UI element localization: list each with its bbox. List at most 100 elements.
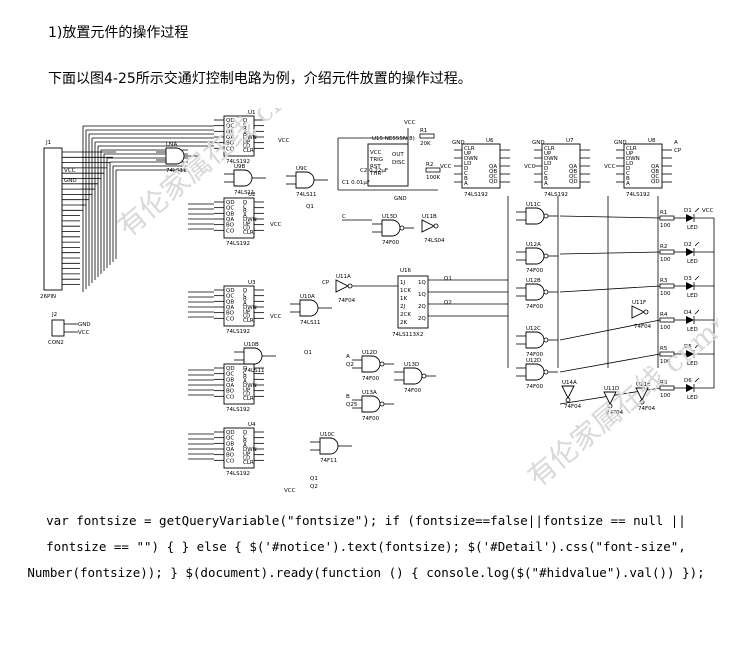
led-label: LED [687, 225, 698, 231]
pin-label: QA [226, 447, 234, 453]
pin-label: QC [489, 174, 497, 180]
pin-label: D [243, 288, 247, 294]
net-label: VCC [524, 164, 536, 170]
led-label: LED [687, 259, 698, 265]
gate-bubble [543, 289, 549, 295]
resistor-ref: R1 [420, 128, 427, 134]
ic-part: 74LS192 [226, 159, 250, 165]
gate-part: 74F00 [382, 240, 400, 246]
pin-label: A [626, 181, 630, 187]
wire [694, 241, 700, 247]
gate-body [361, 395, 381, 413]
pin-label: DWN [243, 305, 257, 311]
led-ref: D5 [684, 344, 692, 350]
pin-label: LD [464, 161, 471, 167]
pin-label: C [243, 370, 247, 376]
pin-label: OUT [392, 152, 404, 158]
gate-body [631, 305, 646, 319]
pin-label: 2Q [418, 304, 426, 310]
pin-label: CO [226, 146, 235, 152]
pin-label: QD [226, 430, 235, 436]
gate-ref: U11C [526, 202, 541, 208]
pin-label: UP [544, 151, 552, 157]
gate-part: 74LS11 [234, 190, 255, 196]
led-label: LED [687, 327, 698, 333]
pin-label: 1J [400, 280, 405, 286]
intro-paragraph: 下面以图4-25所示交通灯控制电路为例，介绍元件放置的操作过程。 [48, 71, 472, 87]
pin-label: QC [226, 294, 234, 300]
ic-body [223, 285, 255, 327]
pin-label: QD [226, 288, 235, 294]
pin-label: D [464, 166, 468, 172]
pin-label: C [464, 171, 468, 177]
net-label: Q1 [304, 350, 312, 356]
wire [559, 215, 661, 219]
gate-body [403, 367, 423, 385]
resistor-body [659, 249, 675, 255]
net-label: Q25 [346, 402, 358, 408]
pin-label: D [243, 118, 247, 124]
pin-label: QA [489, 164, 497, 170]
gate-ref: U12C [526, 326, 541, 332]
ic-body [461, 143, 501, 189]
gate-body [361, 355, 381, 373]
pin-label: DWN [243, 383, 257, 389]
ic-part: 74LS192 [226, 241, 250, 247]
pin-label: QB [651, 169, 659, 175]
net-label: VCC [64, 168, 76, 174]
pin-label: B [544, 176, 548, 182]
pin-label: QA [226, 135, 234, 141]
pin-label: 1Q [418, 292, 426, 298]
pin-label: THR [369, 171, 381, 177]
pin-label: C [243, 434, 247, 440]
gate-body [233, 169, 253, 187]
gate-part: 74LS11 [300, 320, 321, 326]
capacitor-label: C2 0.22μF [360, 168, 388, 174]
net-label: VCC [278, 138, 290, 144]
ic-part: 74LS192 [626, 192, 650, 198]
gate-part: 74LS11 [166, 168, 187, 174]
ic-ref: U6 [486, 138, 494, 144]
wire [694, 377, 700, 383]
pin-label: QD [226, 200, 235, 206]
section-heading: 1)放置元件的操作过程 [48, 25, 189, 41]
net-label: VCC [270, 222, 282, 228]
net-label: Q2 [310, 484, 318, 490]
pin-label: CLR [464, 146, 475, 152]
pin-label: D [243, 366, 247, 372]
ic-ref: U4 [248, 422, 256, 428]
pin-label: VCC [370, 150, 382, 156]
pin-label: CLR [243, 460, 254, 466]
gate-body [525, 247, 545, 265]
gate-body [165, 147, 185, 165]
pin-label: B [243, 209, 247, 215]
resistor-value: 100 [660, 223, 671, 229]
net-label: VCC [440, 164, 452, 170]
gate-part: 74F00 [404, 388, 422, 394]
gate-part: 74LS11 [244, 368, 265, 374]
gate-bubble [639, 399, 645, 405]
connector-part: 26PIN [40, 294, 56, 300]
pin-label: C [544, 171, 548, 177]
resistor-ref: R5 [660, 346, 668, 352]
ic-ref: U15 NE555N(8) [372, 136, 415, 142]
led-ref: D6 [684, 378, 692, 384]
pin-label: QD [226, 366, 235, 372]
net-label: Q1 [444, 276, 452, 282]
gate-bubble [607, 403, 613, 409]
pin-label: CO [226, 458, 235, 464]
pin-label: 1Q [418, 280, 426, 286]
net-label: GND [78, 322, 91, 328]
pin-label: QD [226, 118, 235, 124]
gate-body [319, 437, 339, 455]
